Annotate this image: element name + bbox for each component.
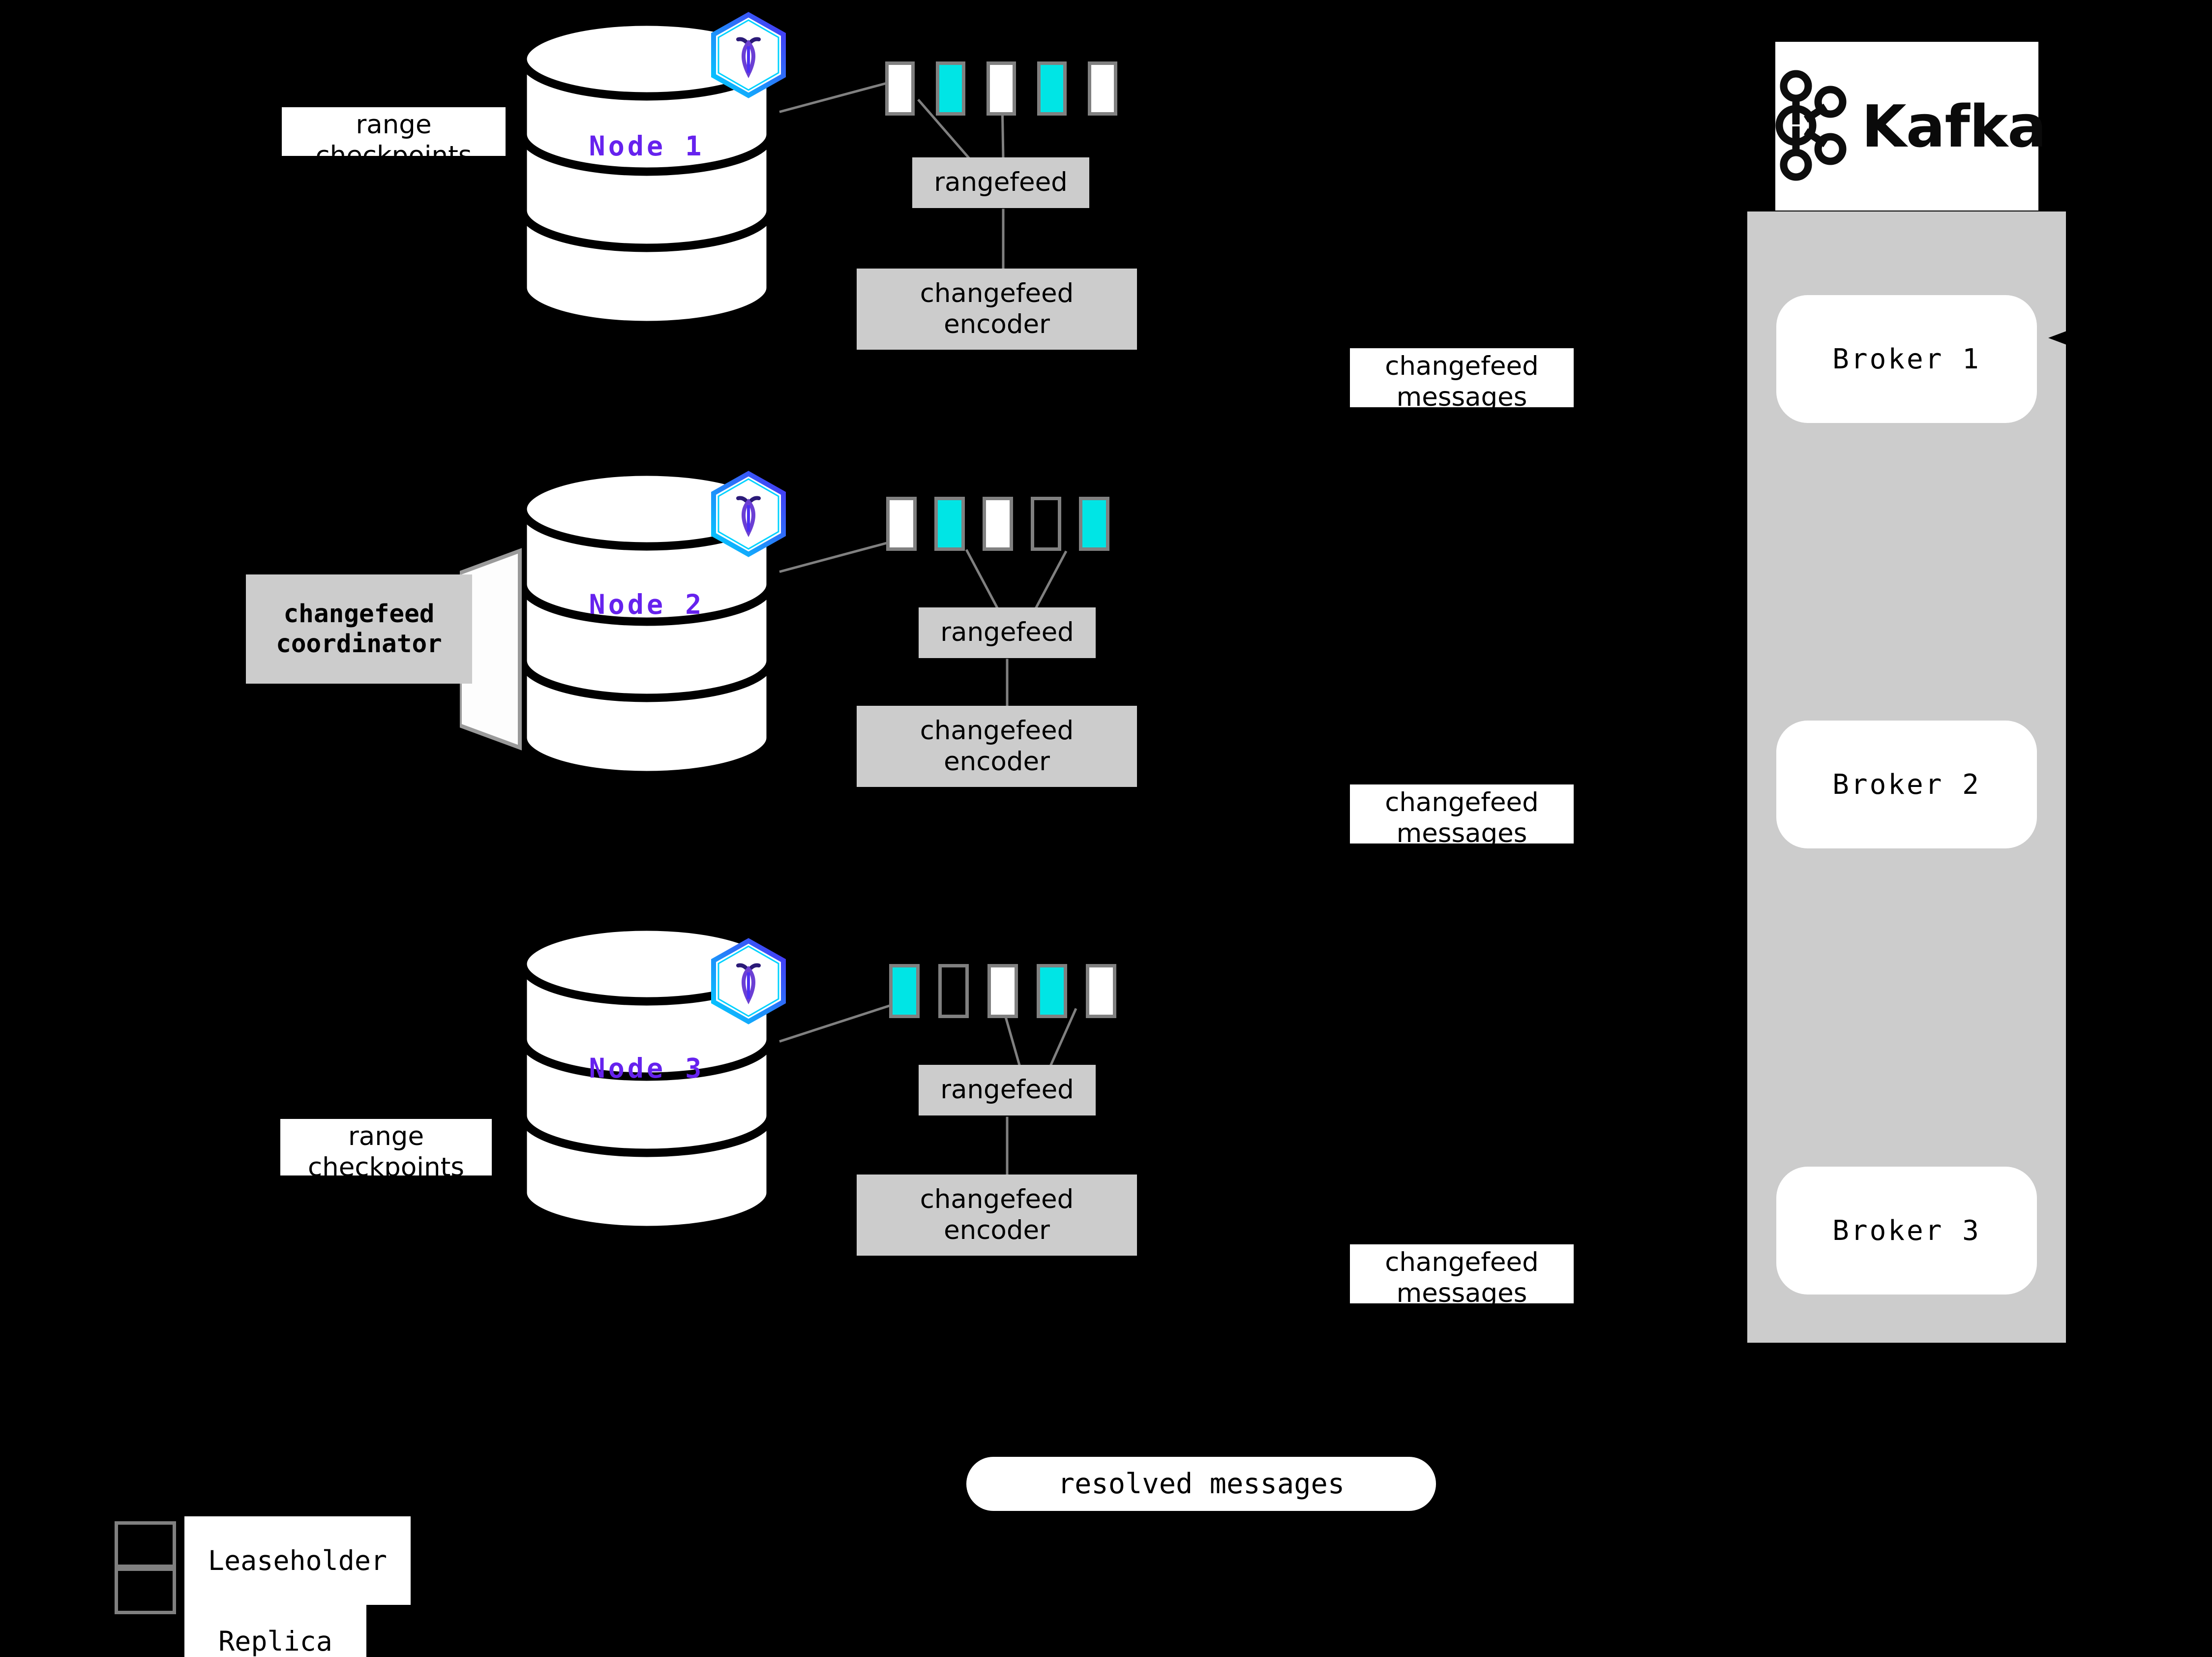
label-line-2: checkpoints: [308, 1152, 464, 1175]
encoder-line-2: encoder: [944, 1215, 1050, 1245]
incoming-arrow-icon: [2048, 327, 2075, 351]
legend-text: Leaseholder: [208, 1545, 388, 1576]
resolved-messages-label: resolved messages: [1057, 1468, 1345, 1500]
encoder-line-1: changefeed: [920, 278, 1074, 308]
connector-node2-to-range: [779, 538, 901, 573]
node2-cylinder: [514, 470, 779, 780]
node3-cylinder: [514, 925, 779, 1235]
node3-label: Node 3: [589, 1053, 705, 1084]
node2-label: Node 2: [589, 589, 705, 620]
node3-changefeed-messages-label: changefeed messages: [1350, 1244, 1574, 1303]
node2-range-cell-5: [1079, 497, 1109, 551]
encoder-line-1: changefeed: [920, 715, 1074, 746]
node1-changefeed-messages-label: changefeed messages: [1350, 348, 1574, 407]
rangefeed-label: rangefeed: [940, 617, 1074, 648]
node2-range-cell-4: [1031, 497, 1061, 551]
node1-range-cell-5: [1088, 61, 1117, 116]
connector-node3-rangefeed-to-encoder: [1006, 1116, 1009, 1181]
broker-label: Broker 1: [1832, 343, 1981, 375]
node3-range-cell-4: [1037, 964, 1067, 1018]
encoder-line-2: encoder: [944, 746, 1050, 777]
node2-range-cell-2: [934, 497, 965, 551]
coordinator-line-1: changefeed: [283, 599, 435, 629]
node3-rangefeed-box: rangefeed: [919, 1065, 1096, 1115]
node1-range-cell-3: [986, 61, 1016, 116]
label-line-2: checkpoints: [315, 140, 472, 156]
cockroachdb-hexagon-icon: [707, 11, 790, 101]
connector-node1-to-range: [779, 78, 901, 113]
node2-range-cell-1: [886, 497, 917, 551]
cockroachdb-hexagon-icon: [707, 937, 790, 1027]
kafka-broker-3[interactable]: Broker 3: [1776, 1167, 2037, 1295]
label-line-1: changefeed: [1385, 787, 1539, 817]
encoder-line-1: changefeed: [920, 1184, 1074, 1214]
label-line-2: messages: [1396, 382, 1527, 407]
kafka-broker-1[interactable]: Broker 1: [1776, 295, 2037, 423]
kafka-logo-box: Kafka: [1775, 42, 2047, 211]
node1-range-cell-1: [885, 61, 915, 116]
legend-label-replica: Replica: [184, 1605, 366, 1657]
node2-range-cell-3: [983, 497, 1013, 551]
legend-text: Replica: [218, 1626, 332, 1657]
coordinator-line-2: coordinator: [276, 630, 442, 659]
node1-label: Node 1: [589, 130, 705, 162]
kafka-wordmark: Kafka: [1861, 92, 2047, 160]
node3-range-cell-2: [938, 964, 969, 1018]
node1-rangefeed-box: rangefeed: [912, 157, 1089, 208]
node1-range-cell-2: [936, 61, 965, 116]
node1-changefeed-encoder-box: changefeed encoder: [857, 269, 1137, 350]
node3-changefeed-encoder-box: changefeed encoder: [857, 1175, 1137, 1256]
label-line-2: messages: [1396, 818, 1527, 844]
connector-node1-rangefeed-to-encoder: [1002, 209, 1005, 273]
label-line-1: changefeed: [1385, 1247, 1539, 1277]
node2-changefeed-messages-label: changefeed messages: [1350, 784, 1574, 844]
rangefeed-label: rangefeed: [934, 167, 1068, 198]
rangefeed-label: rangefeed: [940, 1075, 1074, 1105]
label-line-1: range: [356, 110, 432, 140]
broker-label: Broker 3: [1832, 1214, 1981, 1247]
kafka-broker-2[interactable]: Broker 2: [1776, 721, 2037, 848]
node3-range-checkpoints-label: range checkpoints: [280, 1119, 492, 1175]
resolved-messages-pill: resolved messages: [966, 1457, 1436, 1511]
label-line-1: changefeed: [1385, 351, 1539, 381]
node1-range-cell-4: [1037, 61, 1067, 116]
legend-label-leaseholder: Leaseholder: [184, 1516, 411, 1605]
legend-swatch-leaseholder: [115, 1521, 176, 1568]
node3-range-cell-1: [889, 964, 920, 1018]
connector-node3-to-range: [779, 1001, 899, 1043]
node3-range-cell-5: [1086, 964, 1116, 1018]
node1-range-checkpoints-label: range checkpoints: [282, 107, 506, 156]
label-line-1: range: [348, 1121, 424, 1151]
encoder-line-2: encoder: [944, 309, 1050, 339]
node2-rangefeed-box: rangefeed: [919, 607, 1096, 658]
label-line-2: messages: [1396, 1278, 1527, 1303]
legend-swatch-replica: [115, 1567, 176, 1614]
node3-range-cell-3: [987, 964, 1018, 1018]
broker-label: Broker 2: [1832, 768, 1981, 801]
kafka-logo-icon: [1767, 66, 1849, 186]
changefeed-coordinator-box: changefeed coordinator: [246, 574, 472, 684]
node2-changefeed-encoder-box: changefeed encoder: [857, 706, 1137, 787]
node1-cylinder: [514, 20, 779, 330]
cockroachdb-hexagon-icon: [707, 470, 790, 560]
